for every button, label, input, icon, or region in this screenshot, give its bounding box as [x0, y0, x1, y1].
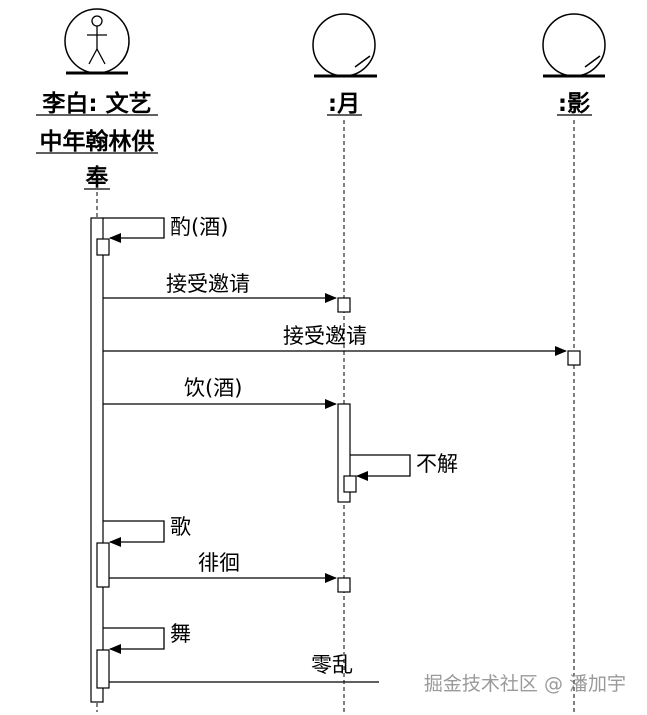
entity-shadow-name: :影 — [557, 91, 592, 117]
activation-libai-self-3 — [96, 649, 110, 689]
activation-bars — [90, 217, 581, 703]
activation-moon-self — [343, 475, 357, 493]
self-message-arrow — [103, 520, 165, 547]
activation-shadow-1 — [567, 350, 581, 366]
self-message-arrow — [103, 627, 165, 654]
watermark: 掘金技术社区 @ 潘加宇 — [424, 673, 626, 695]
message-label: 接受邀请 — [166, 272, 250, 296]
activation-libai-self-2 — [96, 542, 110, 588]
actor-libai-icon — [64, 8, 130, 75]
lifeline-name-line: :月 — [328, 91, 360, 117]
self-message-arrow — [350, 454, 411, 481]
message-label: 酌(酒) — [170, 215, 228, 239]
entity-moon-name: :月 — [327, 91, 362, 117]
message-arrows — [103, 217, 567, 683]
entity-shadow-icon — [542, 13, 606, 78]
message-label: 接受邀请 — [283, 324, 367, 348]
message-label: 饮(酒) — [184, 376, 242, 400]
lifelines — [96, 120, 575, 712]
message-label: 歌 — [170, 515, 191, 539]
message-label: 徘徊 — [198, 551, 240, 575]
lifeline-name-line: :影 — [558, 91, 590, 117]
entity-moon-icon — [312, 13, 377, 78]
activation-libai-main — [90, 217, 104, 703]
lifeline-name-line: 中年翰林供 — [40, 128, 155, 155]
lifeline-name-line: 李白: 文艺 — [42, 90, 151, 117]
activation-libai-self-1 — [96, 238, 110, 256]
message-label: 舞 — [170, 622, 191, 646]
lifeline-name-line: 奉 — [85, 164, 110, 191]
activation-moon-1 — [337, 297, 351, 313]
self-message-arrow — [103, 217, 165, 243]
message-label: 零乱 — [311, 653, 353, 677]
activation-moon-3 — [337, 577, 351, 593]
actor-libai-name: 李白: 文艺 中年翰林供 奉 — [36, 90, 158, 191]
message-label: 不解 — [416, 452, 458, 476]
message-labels: 酌(酒) 接受邀请 接受邀请 饮(酒) 不解 歌 徘徊 舞 零乱 — [166, 215, 458, 677]
